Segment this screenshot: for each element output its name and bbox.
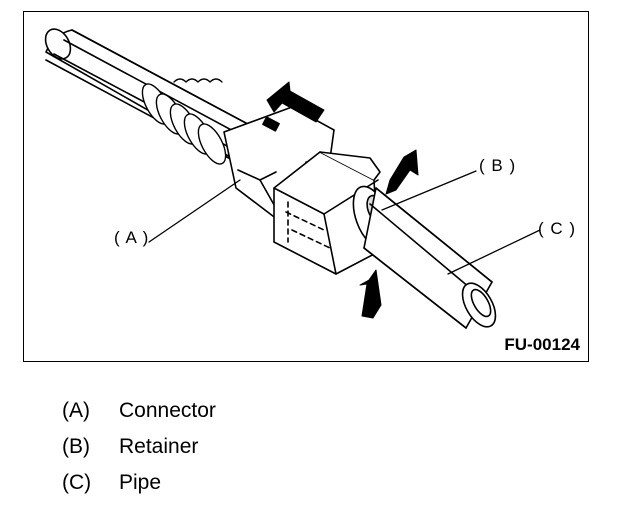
figure-code: FU-00124: [504, 335, 580, 354]
legend-text: Connector: [119, 399, 216, 422]
legend-item: (A) Connector: [62, 393, 216, 429]
legend-text: Pipe: [119, 471, 162, 494]
leader-a: [148, 179, 241, 243]
right-pipe: [363, 187, 497, 329]
press-arrow-top: [385, 149, 419, 195]
legend-text: Retainer: [119, 435, 199, 458]
leader-lines: [148, 170, 541, 275]
legend: (A) Connector (B) Retainer (C) Pipe: [62, 393, 216, 501]
legend-key: (B): [62, 435, 90, 458]
callout-b: ( B ): [479, 156, 517, 175]
legend-key: (C): [62, 471, 92, 494]
press-arrow-bottom: [359, 269, 382, 319]
leader-b: [381, 170, 477, 211]
leader-c: [447, 229, 541, 275]
legend-item: (B) Retainer: [62, 429, 216, 465]
pull-arrow: [266, 81, 325, 123]
arrows: [266, 81, 419, 319]
figure-frame: ( A ) ( B ) ( C ) FU-00124: [23, 11, 589, 362]
callout-a: ( A ): [114, 228, 150, 247]
spring-coils: [141, 78, 227, 165]
legend-key: (A): [62, 399, 90, 422]
legend-item: (C) Pipe: [62, 465, 216, 501]
connector-illustration: [44, 28, 541, 329]
callout-c: ( C ): [538, 219, 577, 238]
